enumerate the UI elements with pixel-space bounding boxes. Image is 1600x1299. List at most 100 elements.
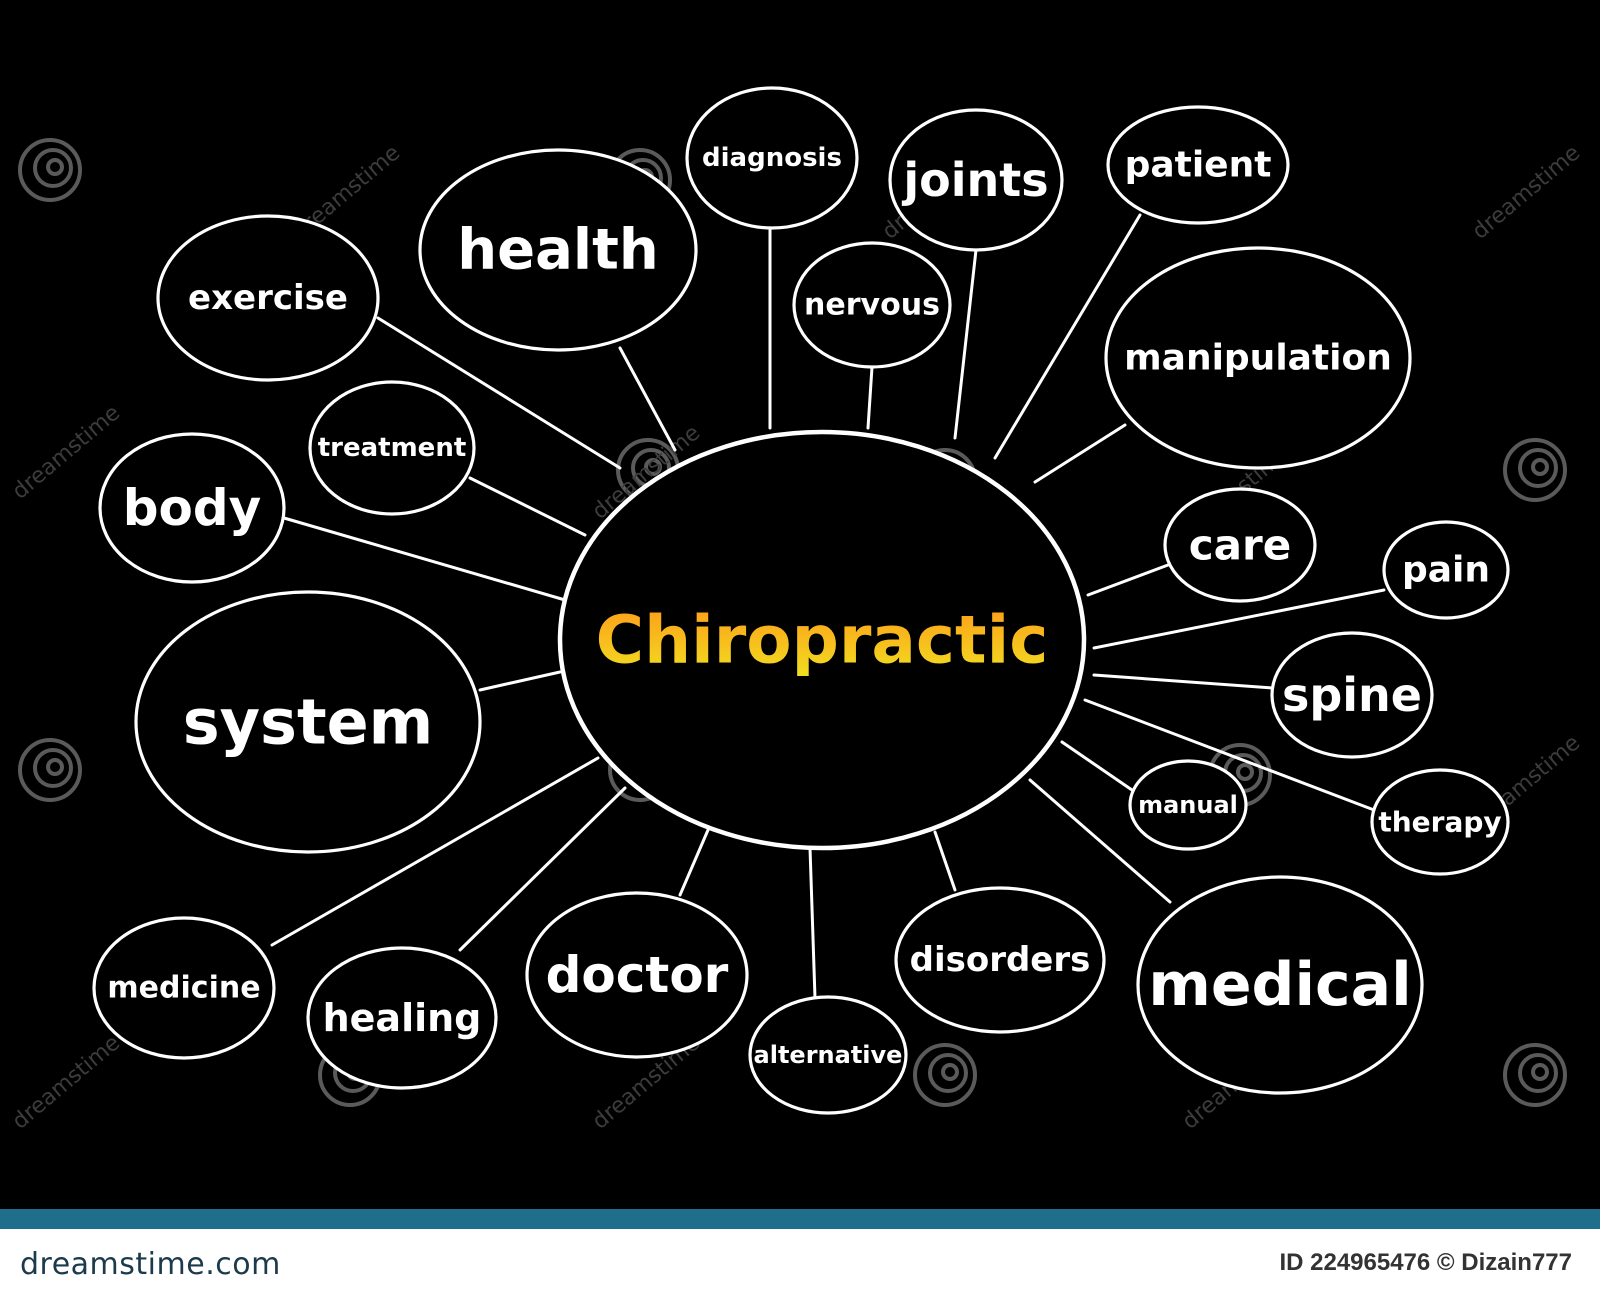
bubble-outline — [748, 995, 908, 1115]
bubble-outline — [308, 380, 476, 516]
topic-label: therapy — [1378, 806, 1501, 839]
connector-body — [282, 516, 567, 602]
topic-label: patient — [1125, 145, 1272, 186]
central-bubble-outline — [557, 429, 1087, 851]
watermark-spiral — [1503, 1043, 1567, 1107]
connector-patient — [993, 213, 1142, 460]
connector-manipulation — [1033, 423, 1127, 484]
topic-node-diagnosis: diagnosis — [685, 86, 859, 230]
watermark-text: dreamstime — [1468, 141, 1585, 245]
connector-medicine — [270, 756, 600, 947]
connector-alternative — [808, 846, 817, 1000]
footer-logo[interactable]: dreamstime.com — [20, 1247, 281, 1282]
topic-bubbles: exercise health diagnosis joints patient nerv… — [92, 86, 1510, 1115]
bubble-outline — [1370, 768, 1510, 876]
topic-node-patient: patient — [1106, 105, 1290, 225]
connector-pain — [1092, 588, 1386, 650]
connector-care — [1086, 563, 1170, 597]
connector-joints — [953, 248, 978, 440]
connector-nervous — [866, 365, 874, 430]
bubble-outline — [418, 148, 698, 352]
connector-manual — [1060, 740, 1134, 792]
bubble-outline — [1382, 520, 1510, 620]
topic-label: exercise — [188, 278, 348, 318]
bubble-outline — [1106, 105, 1290, 225]
topic-label: medicine — [107, 971, 260, 1006]
topic-node-disorders: disorders — [894, 886, 1106, 1034]
topic-node-medical: medical — [1136, 875, 1424, 1095]
topic-node-exercise: exercise — [156, 214, 380, 382]
connector-system — [478, 670, 562, 692]
topic-node-spine: spine — [1270, 631, 1434, 759]
topic-node-body: body — [98, 432, 286, 584]
bubble-outline — [1136, 875, 1424, 1095]
topic-label: joints — [901, 153, 1048, 207]
topic-node-pain: pain — [1382, 520, 1510, 620]
watermark-spiral — [18, 738, 82, 802]
bubble-outline — [134, 590, 482, 854]
bubble-outline — [685, 86, 859, 230]
topic-label: body — [123, 479, 262, 537]
topic-label: care — [1189, 521, 1291, 570]
bubble-outline — [1128, 759, 1248, 851]
topic-label: manual — [1138, 791, 1238, 819]
topic-label: system — [183, 686, 434, 759]
bubble-outline — [98, 432, 286, 584]
topic-label: health — [457, 218, 658, 283]
central-topic: Chiropractic — [557, 429, 1087, 851]
topic-node-manipulation: manipulation — [1104, 246, 1412, 470]
topic-label: alternative — [754, 1041, 903, 1069]
topic-label: spine — [1282, 668, 1422, 722]
connector-health — [618, 346, 677, 452]
bubble-outline — [156, 214, 380, 382]
bubble-outline — [1104, 246, 1412, 470]
bubble-outline — [888, 108, 1064, 252]
connector-lines — [270, 213, 1386, 1000]
bubble-outline — [306, 946, 498, 1090]
topic-node-doctor: doctor — [525, 891, 749, 1059]
topic-node-care: care — [1163, 487, 1317, 603]
watermark-text: dreamstime — [8, 1031, 125, 1135]
bubble-outline — [894, 886, 1106, 1034]
topic-label: disorders — [910, 940, 1091, 980]
topic-node-manual: manual — [1128, 759, 1248, 851]
topic-label: nervous — [804, 288, 940, 323]
bubble-outline — [1163, 487, 1317, 603]
topic-node-joints: joints — [888, 108, 1064, 252]
watermark-spiral — [1503, 438, 1567, 502]
topic-label: medical — [1148, 950, 1411, 1020]
connector-therapy — [1083, 698, 1376, 812]
bubble-outline — [92, 916, 276, 1060]
central-topic-label: Chiropractic — [596, 602, 1049, 679]
topic-label: healing — [323, 996, 482, 1040]
connector-medical — [1028, 778, 1172, 904]
connector-disorders — [933, 830, 957, 892]
topic-label: treatment — [318, 433, 467, 463]
topic-node-health: health — [418, 148, 698, 352]
topic-label: pain — [1402, 550, 1490, 591]
topic-label: doctor — [546, 946, 729, 1004]
topic-node-therapy: therapy — [1370, 768, 1510, 876]
connector-treatment — [468, 476, 587, 537]
connector-doctor — [678, 828, 710, 897]
watermark-spiral — [913, 1043, 977, 1107]
image-id-credit: ID 224965476 © Dizain777 — [1279, 1249, 1572, 1276]
topic-node-healing: healing — [306, 946, 498, 1090]
connector-healing — [458, 786, 627, 952]
topic-node-medicine: medicine — [92, 916, 276, 1060]
watermark-spiral — [18, 138, 82, 202]
bubble-outline — [1270, 631, 1434, 759]
footer-bar: dreamstime.com ID 224965476 © Dizain777 — [0, 1209, 1600, 1299]
topic-node-treatment: treatment — [308, 380, 476, 516]
bubble-outline — [525, 891, 749, 1059]
connector-spine — [1092, 673, 1274, 690]
topic-node-system: system — [134, 590, 482, 854]
footer-accent-strip — [0, 1209, 1600, 1229]
topic-label: diagnosis — [702, 143, 842, 173]
topic-node-alternative: alternative — [748, 995, 908, 1115]
connector-exercise — [376, 316, 622, 470]
topic-label: manipulation — [1124, 338, 1392, 379]
topic-node-nervous: nervous — [792, 241, 952, 369]
